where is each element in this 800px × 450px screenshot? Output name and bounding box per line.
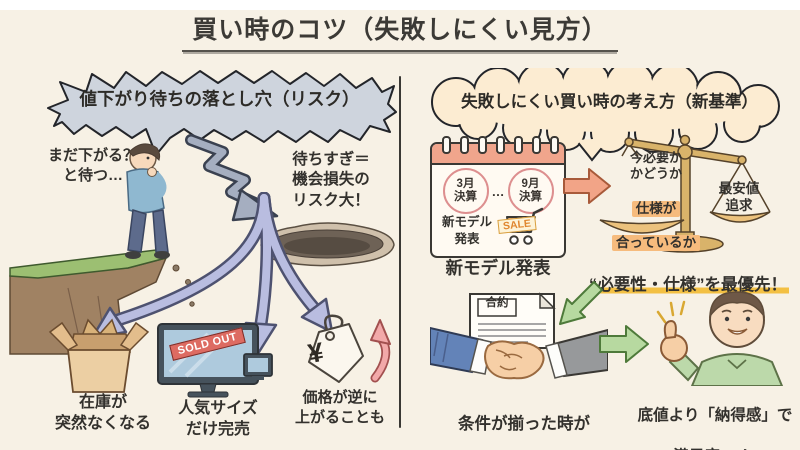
cloud-bubble-shape — [431, 68, 780, 162]
calendar-ring — [460, 136, 469, 154]
necessity-label: 今必要か かどうか — [629, 150, 682, 182]
price-tag-illustration — [308, 314, 391, 383]
price-rise-caption: 価格が逆に 上がることも — [294, 389, 385, 426]
satisfaction-caption: 底値より「納得感」で 満足度UP！ — [622, 386, 800, 450]
spec-match-label: 仕様が 合っているか — [600, 184, 712, 251]
contract-doc-label: 合約 — [485, 297, 509, 309]
empty-box-illustration — [48, 318, 150, 393]
calendar-ring — [496, 136, 505, 154]
spec-highlight-line2: 合っているか — [611, 234, 701, 251]
spec-highlight-line1: 仕様が — [631, 201, 681, 218]
calendar-illustration: 3月 決算 … 9月 決算 新モデル 発表 SALE — [430, 136, 566, 258]
calendar-ring — [514, 136, 523, 154]
buy-time-caption: 条件が揃った時が 「買い時」！ — [458, 414, 590, 433]
march-settlement-circle: 3月 決算 — [442, 168, 489, 214]
header: 買い時のコツ（失敗しにくい見方） — [0, 10, 800, 52]
calendar-ring — [478, 136, 487, 154]
green-downleft-arrow — [559, 281, 603, 325]
calendar-caption: 新モデル発表 — [445, 258, 551, 278]
september-settlement-circle: 9月 決算 — [507, 168, 554, 214]
calendar-ring — [532, 136, 541, 154]
center-divider — [399, 76, 401, 428]
waiting-text: まだ下がる？ と待つ… — [47, 147, 138, 184]
orange-right-arrow — [563, 168, 611, 204]
new-standard-bubble-label: 失敗しにくい買い時の考え方（新基準） — [461, 93, 758, 111]
opportunity-loss-text: 待ちすぎ＝ 機会損失の リスク大！ — [292, 151, 370, 209]
soldout-caption: 人気サイズ だけ完売 — [178, 400, 258, 439]
new-model-note: 新モデル 発表 — [441, 215, 492, 246]
top-white-strip — [0, 0, 800, 10]
priority-caption: “必要性・仕様”を最優先！ — [587, 275, 789, 294]
handshake-illustration — [430, 292, 608, 380]
settlement-row: 3月 決算 … 9月 決算 — [432, 168, 564, 214]
yen-symbol: ¥ — [305, 336, 326, 370]
green-right-arrow — [599, 325, 649, 363]
calendar-ring — [550, 136, 559, 154]
page-title: 買い時のコツ（失敗しにくい見方） — [182, 10, 618, 52]
calendar-ring — [442, 136, 451, 154]
worried-man-illustration — [125, 143, 170, 259]
risk-bubble-label: 値下がり待ちの落とし穴（リスク） — [79, 89, 360, 109]
lowest-price-label: 最安値 追求 — [718, 181, 760, 213]
thumbs-up-man-illustration — [656, 291, 784, 386]
spiky-bubble-shape — [47, 70, 397, 156]
ellipsis-dots: … — [491, 183, 505, 199]
stock-caption: 在庫が 突然なくなる — [54, 394, 151, 433]
